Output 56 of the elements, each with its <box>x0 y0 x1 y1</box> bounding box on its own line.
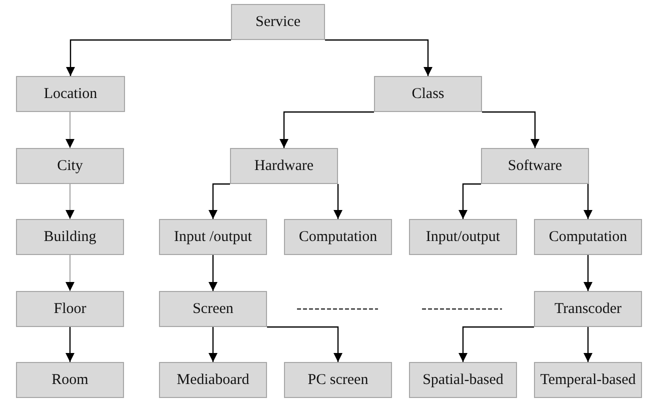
category-box <box>534 362 642 398</box>
arrow <box>208 327 218 362</box>
category-box <box>16 362 124 398</box>
arrow <box>584 255 592 291</box>
node-label: Transcoder <box>554 301 622 317</box>
arrow <box>66 327 74 362</box>
node-label: Mediaboard <box>176 372 250 388</box>
node-label: Input /output <box>174 229 252 245</box>
arrow <box>66 112 74 148</box>
arrow <box>584 184 592 219</box>
arrow <box>66 255 74 291</box>
arrow <box>584 327 592 362</box>
arrow <box>458 183 481 219</box>
node-label: Class <box>412 86 444 102</box>
category-box <box>230 148 338 184</box>
node-label: Input/output <box>426 229 500 245</box>
category-box <box>16 291 124 327</box>
node-label: City <box>57 158 83 174</box>
category-box <box>16 76 125 112</box>
arrow <box>267 326 342 362</box>
node-label: Temperal-based <box>540 372 636 388</box>
category-box <box>159 362 267 398</box>
node-label: Floor <box>54 301 86 317</box>
node-label: Computation <box>548 229 628 245</box>
category-box <box>374 76 482 112</box>
category-box <box>284 362 392 398</box>
node-label: Software <box>508 158 562 174</box>
category-box <box>159 219 267 255</box>
category-box <box>284 219 392 255</box>
arrow <box>280 111 374 148</box>
arrow <box>482 111 540 148</box>
node-label: Building <box>44 229 96 245</box>
node-label: Computation <box>298 229 378 245</box>
arrow <box>208 183 230 219</box>
arrow <box>208 255 218 291</box>
node-label: Service <box>256 14 300 30</box>
node-label: Hardware <box>254 158 314 174</box>
category-box <box>16 148 124 184</box>
category-box <box>534 219 642 255</box>
category-box <box>231 4 325 40</box>
arrow <box>325 39 432 76</box>
arrow <box>334 184 342 219</box>
node-label: Spatial-based <box>422 372 504 388</box>
arrow <box>458 326 534 362</box>
category-box <box>409 362 517 398</box>
node-label: Location <box>44 86 98 102</box>
node-label: PC screen <box>308 372 368 388</box>
node-label: Room <box>52 372 88 388</box>
node-label: Screen <box>192 301 234 317</box>
category-box <box>534 291 642 327</box>
category-box <box>409 219 517 255</box>
category-box <box>16 219 124 255</box>
category-box <box>159 291 267 327</box>
category-box <box>481 148 589 184</box>
arrow <box>66 39 231 76</box>
arrow <box>66 184 74 219</box>
